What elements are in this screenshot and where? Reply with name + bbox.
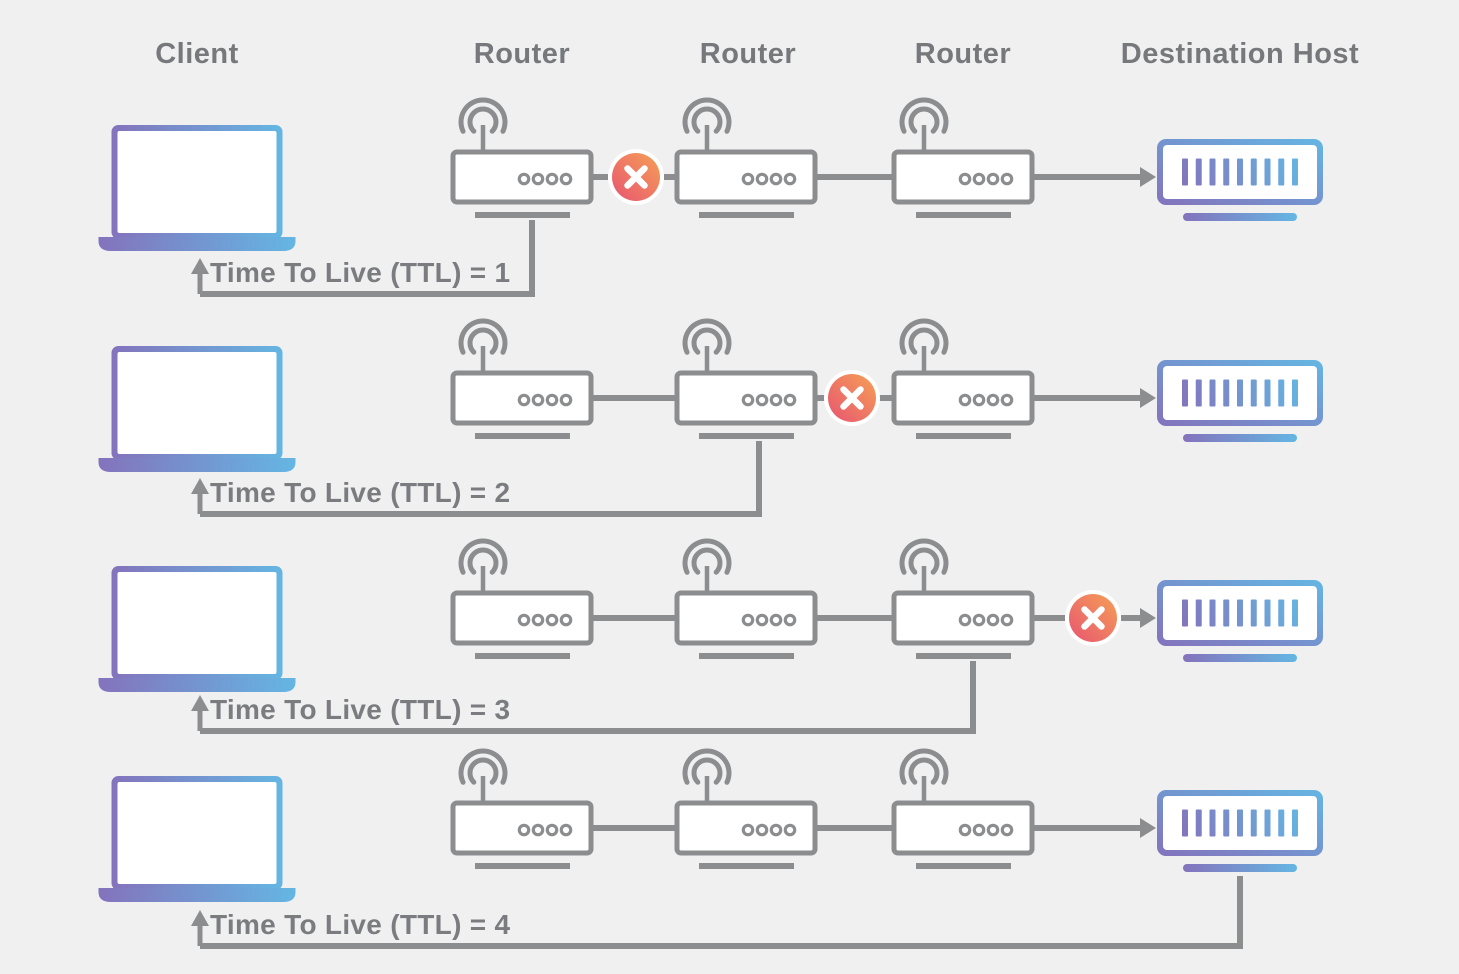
router-icon [894, 100, 1032, 215]
destination-host-icon [1157, 580, 1323, 662]
router-icon [894, 541, 1032, 656]
router-icon [894, 321, 1032, 436]
ttl-row-1 [98, 100, 1323, 297]
timeout-x-icon [824, 370, 880, 426]
timeout-x-icon [1065, 590, 1121, 646]
router-icon [453, 751, 591, 866]
return-path-arrow [191, 876, 1243, 949]
router-icon [894, 751, 1032, 866]
client-laptop-icon [98, 125, 296, 251]
ttl-2-label: Time To Live (TTL) = 2 [210, 477, 511, 508]
client-laptop-icon [98, 776, 296, 902]
arrowhead-icon [1140, 388, 1156, 408]
destination-host-icon [1157, 790, 1323, 872]
return-path-arrow [191, 661, 976, 734]
arrowhead-icon [1140, 818, 1156, 838]
router-icon [453, 100, 591, 215]
ttl-row-3 [98, 541, 1323, 734]
router-icon [677, 751, 815, 866]
router-icon [677, 321, 815, 436]
router-icon [677, 100, 815, 215]
ttl-row-2 [98, 321, 1323, 517]
router-icon [677, 541, 815, 656]
destination-host-icon [1157, 139, 1323, 221]
destination-host-icon [1157, 360, 1323, 442]
client-laptop-icon [98, 346, 296, 472]
ttl-3-label: Time To Live (TTL) = 3 [210, 694, 511, 725]
ttl-row-4 [98, 751, 1323, 949]
column-header-client: Client [155, 38, 239, 70]
client-laptop-icon [98, 566, 296, 692]
arrowhead-icon [1140, 608, 1156, 628]
ttl-4-label: Time To Live (TTL) = 4 [210, 909, 511, 940]
router-icon [453, 321, 591, 436]
return-path-arrow [191, 220, 535, 297]
column-header-router-3: Router [914, 38, 1012, 70]
column-header-router-2: Router [699, 38, 797, 70]
column-header-router-1: Router [473, 38, 571, 70]
column-header-destination-host: Destination Host [1120, 38, 1360, 70]
router-icon [453, 541, 591, 656]
ttl-1-label: Time To Live (TTL) = 1 [210, 257, 511, 288]
return-path-arrow [191, 441, 762, 517]
timeout-x-icon [608, 149, 664, 205]
arrowhead-icon [1140, 167, 1156, 187]
